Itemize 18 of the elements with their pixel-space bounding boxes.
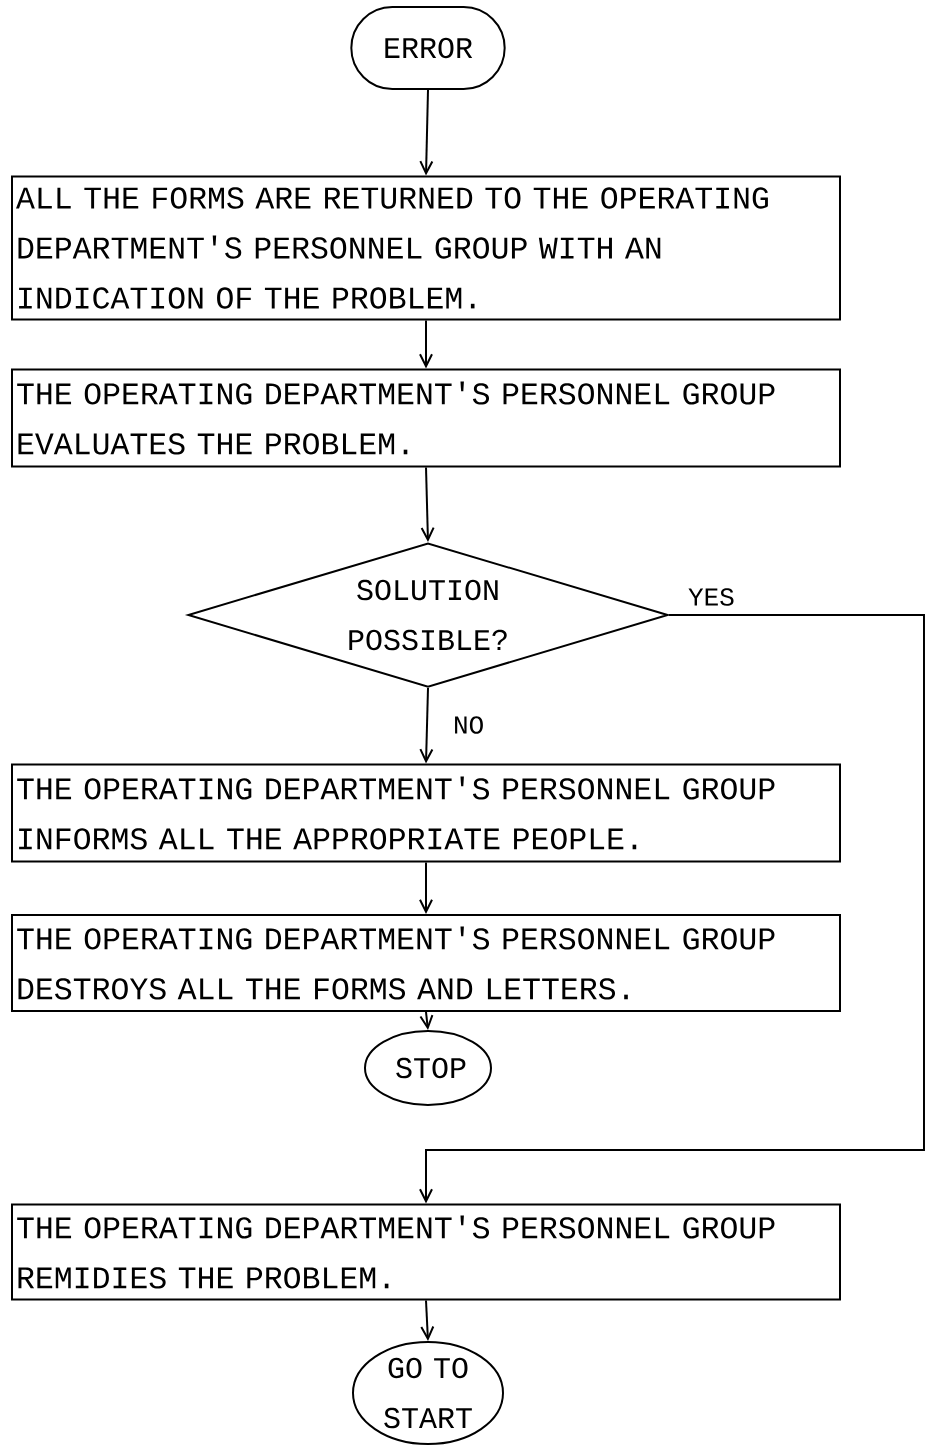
arrow (419, 861, 433, 914)
process-box: ALL THE FORMS ARE RETURNED TO THE OPERATING DEPARTMENT'S PERSONNEL GROUP WITH AN INDICATION OF THE PROBLEM. (11, 175, 841, 321)
arrow (419, 319, 433, 369)
terminal-box: ERROR (350, 6, 506, 90)
process-box: THE OPERATING DEPARTMENT'S PERSONNEL GROUP EVALUATES THE PROBLEM. (11, 368, 841, 468)
edge-label: YES (686, 586, 737, 608)
process-box: THE OPERATING DEPARTMENT'S PERSONNEL GROUP INFORMS ALL THE APPROPRIATE PEOPLE. (11, 763, 841, 863)
terminal-oval: GO TO START (352, 1341, 504, 1445)
arrow (419, 614, 925, 1204)
edge-label: NO (451, 714, 487, 736)
arrow (419, 687, 434, 764)
arrow (419, 89, 434, 176)
process-box: THE OPERATING DEPARTMENT'S PERSONNEL GROUP DESTROYS ALL THE FORMS AND LETTERS. (11, 914, 841, 1012)
arrow (419, 1011, 434, 1030)
process-box: THE OPERATING DEPARTMENT'S PERSONNEL GROUP REMIDIES THE PROBLEM. (11, 1203, 841, 1301)
arrow (420, 466, 435, 542)
arrow (420, 1299, 435, 1341)
terminal-oval: STOP (364, 1030, 492, 1106)
